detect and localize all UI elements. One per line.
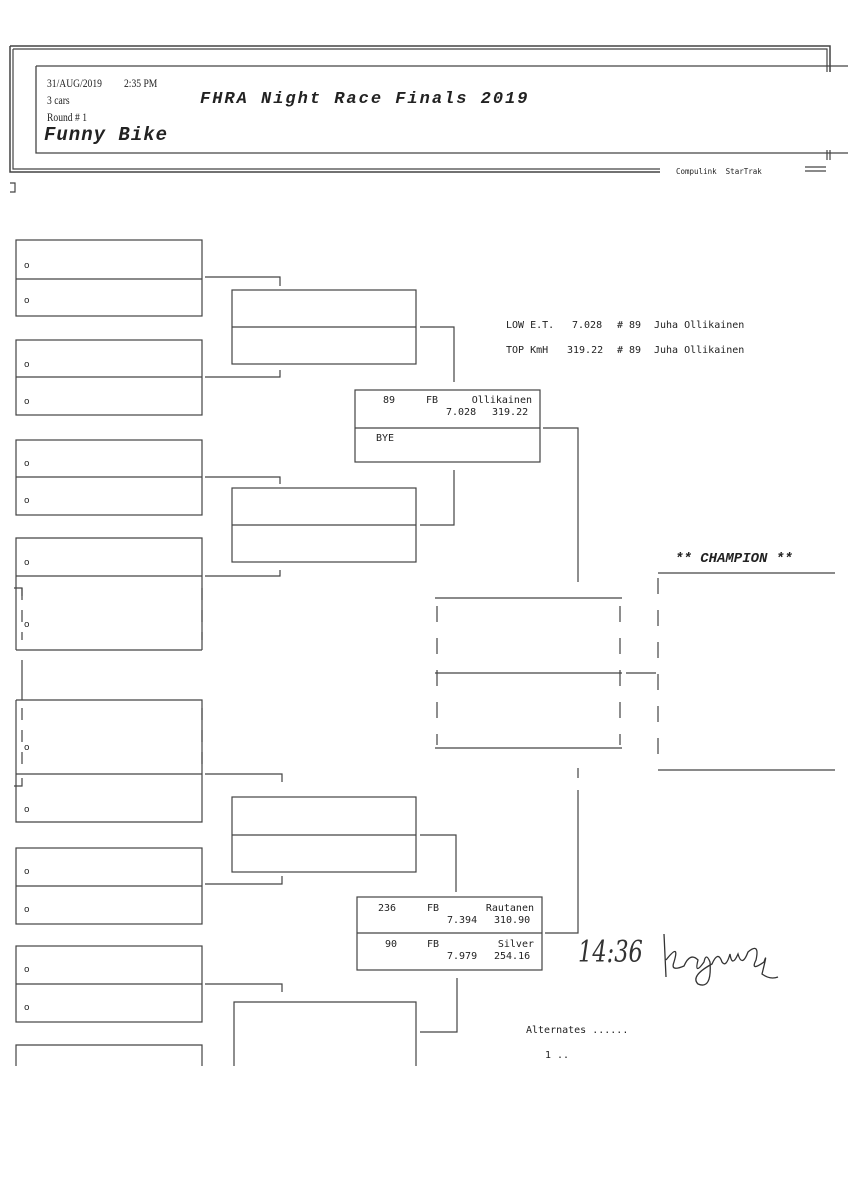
- lane-speed: 319.22: [492, 407, 529, 418]
- slot-marker: o: [24, 620, 30, 630]
- top-speed-label: TOP KmH: [506, 345, 549, 356]
- top-speed-value: 319.22: [567, 345, 604, 356]
- lane-speed: 254.16: [494, 951, 531, 962]
- low-et-value: 7.028: [572, 320, 603, 331]
- lane-driver: Ollikainen: [471, 395, 532, 406]
- lane-class: FB: [426, 395, 439, 406]
- slot-marker: o: [24, 965, 30, 975]
- event-title: FHRA Night Race Finals 2019: [200, 90, 530, 109]
- low-et-name: Juha Ollikainen: [654, 320, 745, 331]
- car-count: 3 cars: [47, 93, 70, 107]
- slot-marker: o: [24, 397, 30, 407]
- print-date: 31/AUG/2019: [47, 76, 102, 90]
- lane-speed: 310.90: [494, 915, 531, 926]
- lane-et: 7.979: [447, 951, 478, 962]
- alternates-label: Alternates ......: [526, 1025, 629, 1036]
- top-speed-name: Juha Ollikainen: [654, 345, 745, 356]
- lane-number: 89: [383, 395, 396, 406]
- class-name: Funny Bike: [44, 124, 169, 146]
- slot-marker: o: [24, 905, 30, 915]
- alternate-item: 1 ..: [545, 1050, 570, 1061]
- low-et-number: # 89: [617, 320, 642, 331]
- slot-marker: o: [24, 805, 30, 815]
- slot-marker: o: [24, 558, 30, 568]
- lane-et: 7.028: [446, 407, 477, 418]
- lane-class: FB: [427, 939, 440, 950]
- handwritten-time: 14:36: [578, 935, 643, 970]
- slot-marker: o: [24, 1003, 30, 1013]
- lane-number: 236: [378, 903, 397, 914]
- lane-driver: Silver: [497, 939, 534, 950]
- print-time: 2:35 PM: [124, 76, 158, 90]
- low-et-label: LOW E.T.: [506, 320, 555, 331]
- slot-marker: o: [24, 496, 30, 506]
- champion-label: ** CHAMPION **: [675, 551, 793, 567]
- slot-marker: o: [24, 867, 30, 877]
- software-credit: Compulink StarTrak: [676, 167, 762, 176]
- lane-class: FB: [427, 903, 440, 914]
- signature-image: [663, 933, 779, 986]
- slot-marker: o: [24, 296, 30, 306]
- slot-marker: o: [24, 261, 30, 271]
- slot-marker: o: [24, 459, 30, 469]
- lane-bye: BYE: [376, 433, 395, 444]
- lane-driver: Rautanen: [485, 903, 534, 914]
- lane-number: 90: [385, 939, 398, 950]
- slot-marker: o: [24, 743, 30, 753]
- slot-marker: o: [24, 360, 30, 370]
- top-speed-number: # 89: [617, 345, 642, 356]
- lane-et: 7.394: [447, 915, 478, 926]
- round-number: Round # 1: [47, 110, 88, 124]
